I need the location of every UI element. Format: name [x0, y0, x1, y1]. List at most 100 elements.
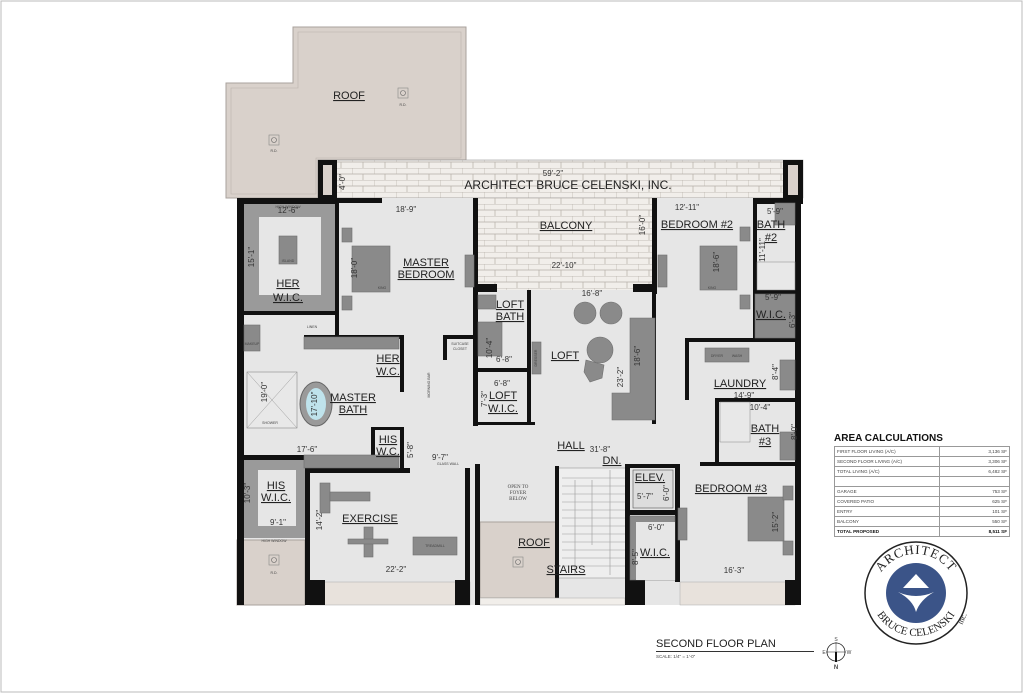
room-label-master-bath: BATH	[339, 404, 368, 416]
row-value: 625 SF	[939, 496, 1010, 507]
high-window-label: HIGH WINDOW	[275, 205, 301, 209]
table-row: FIRST FLOOR LIVING (A/C)3,136 SF	[834, 446, 1010, 457]
makeup-label: MAKEUP	[245, 342, 260, 346]
room-label-hall: HALL	[557, 440, 585, 452]
plan-title-block: SECOND FLOOR PLAN SCALE: 1/4" = 1'-0"	[656, 638, 814, 659]
dimension: 10'-4"	[750, 403, 771, 412]
bedroom3-terrace	[679, 581, 796, 606]
row-label	[834, 476, 940, 487]
washer-dryer	[704, 347, 750, 363]
row-value: 101 SF	[939, 506, 1010, 517]
roof-drain-icon	[512, 556, 524, 568]
dimension: 22'-10"	[552, 261, 577, 270]
row-label: BALCONY	[834, 516, 940, 527]
dimension: 8'-0"	[790, 424, 799, 440]
dimension: 7'-3"	[480, 391, 489, 407]
roof-drain-label: R.D.	[271, 149, 278, 153]
room-label-laundry: LAUNDRY	[714, 378, 767, 390]
room-label-wic-bed3: W.I.C.	[640, 547, 670, 559]
room-label-loft-wic: W.I.C.	[488, 403, 518, 415]
dimension: 5'-9"	[767, 207, 783, 216]
room-label-roof: ROOF	[333, 90, 365, 102]
dimension: 18'-6"	[633, 346, 642, 367]
treadmill	[412, 536, 458, 556]
lower-roof	[479, 521, 559, 599]
plan-title: SECOND FLOOR PLAN	[656, 638, 814, 652]
row-label: SECOND FLOOR LIVING (A/C)	[834, 456, 940, 467]
island-label: ISLAND	[282, 259, 295, 263]
dresser	[531, 341, 542, 375]
king-bed	[747, 496, 785, 542]
room-label-bath-3: BATH	[751, 423, 780, 435]
bath2-shower	[756, 261, 796, 291]
room-label-down: DN.	[603, 455, 622, 467]
row-label: ENTRY	[834, 506, 940, 517]
roof-drain-label: R.D.	[400, 103, 407, 107]
linen-label: LINEN	[307, 325, 318, 329]
bath3-shower	[719, 401, 751, 443]
treadmill-label: TREADMILL	[425, 544, 445, 548]
room-label-his-wic: W.I.C.	[261, 492, 291, 504]
room-label-elevator: ELEV.	[635, 472, 665, 484]
suitcase-closet-label: CLOSET	[453, 347, 468, 351]
row-value: 550 SF	[939, 516, 1010, 527]
roof-drain-label: R.D.	[271, 571, 278, 575]
dresser-label: DRESSER	[534, 349, 538, 366]
dimension: 19'-0"	[260, 382, 269, 403]
room-label-loft-bath: BATH	[496, 311, 525, 323]
area-calculations-title: AREA CALCULATIONS	[834, 433, 943, 444]
dresser	[677, 507, 688, 541]
room-label-stairs: STAIRS	[547, 564, 586, 576]
high-window-label: HIGH WINDOW	[261, 539, 287, 543]
row-value	[939, 476, 1010, 487]
row-label: FIRST FLOOR LIVING (A/C)	[834, 446, 940, 457]
dimension: 6'-8"	[494, 379, 510, 388]
loft-shower	[477, 321, 503, 357]
dimension: 31'-8"	[590, 445, 611, 454]
dimension: 22'-2"	[386, 565, 407, 574]
dimension: 59'-2"	[543, 169, 564, 178]
room-label-loft: LOFT	[551, 350, 579, 362]
dimension: 23'-2"	[616, 367, 625, 388]
lounge-chair	[573, 301, 597, 325]
dimension-labels: 59'-2" 4'-0" 18'-9" 12'-6" 15'-1" 18'-0"…	[243, 169, 799, 575]
row-label: GARAGE	[834, 486, 940, 497]
room-label-her-wic: HER	[276, 278, 299, 290]
dimension: 10'-4"	[485, 338, 494, 359]
room-label-her-wc: W.C.	[376, 366, 400, 378]
room-label-his-wc: W.C.	[376, 446, 400, 458]
island	[278, 235, 298, 265]
table-row	[834, 476, 1010, 487]
balcony-area	[475, 198, 655, 290]
room-label-loft-bath: LOFT	[496, 299, 524, 311]
open-to-foyer-label: FOYER	[510, 491, 527, 496]
dryer-label: DRYER	[711, 354, 724, 358]
firm-name: ARCHITECT BRUCE CELENSKI, INC.	[464, 178, 671, 192]
dimension: 9'-7"	[432, 453, 448, 462]
front-balcony-strip	[317, 159, 804, 199]
svg-text:S: S	[834, 637, 838, 643]
table-row: SECOND FLOOR LIVING (A/C)3,306 SF	[834, 456, 1010, 467]
room-label-bath-2: #2	[765, 232, 777, 244]
lower-left-roof	[236, 539, 306, 606]
weight-bench	[329, 491, 371, 502]
dimension: 14'-2"	[315, 510, 324, 531]
dresser	[464, 254, 475, 288]
plan-scale: SCALE: 1/4" = 1'-0"	[656, 654, 696, 659]
row-value: 3,136 SF	[939, 446, 1010, 457]
dimension: 4'-0"	[338, 174, 347, 190]
north-arrow-icon: S E W N	[822, 637, 851, 671]
vanity	[303, 454, 400, 469]
loft-sink	[477, 294, 497, 310]
dimension: 12'-11"	[675, 203, 699, 212]
sectional-sofa	[611, 317, 656, 421]
furniture	[243, 202, 796, 581]
elevator	[632, 469, 674, 509]
svg-text:W: W	[847, 650, 852, 656]
